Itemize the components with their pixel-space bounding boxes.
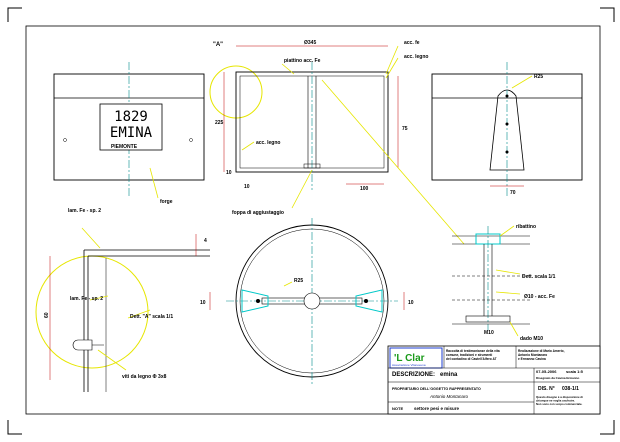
dim-10-right: 10 bbox=[244, 184, 250, 190]
screw-label: viti da legno Φ 3x8 bbox=[122, 374, 167, 380]
acc-fe-dim-label: Ø10 - acc. Fe bbox=[524, 294, 555, 300]
title-design-note: Disegnato da Cavina Ermanno bbox=[536, 376, 580, 380]
section-view: Ø345 "A" piattino acc. Fe acc. fe acc. l… bbox=[209, 40, 428, 216]
plan-view: R25 10 10 bbox=[200, 218, 414, 384]
acc-legno-mid-label: acc. legno bbox=[256, 140, 280, 146]
title-notes-label: NOTE bbox=[392, 406, 403, 411]
acc-fe-label: acc. fe bbox=[404, 40, 420, 46]
detail-a-view: lam. Fe - sp. 2 lam. Fe - sp. 2 4 60 Det… bbox=[35, 208, 210, 392]
title-studio-desc: Raccolta di testimonianze della vita com… bbox=[446, 349, 501, 361]
title-date: 07-05-2006 bbox=[536, 369, 557, 374]
dim-height-left: 225 bbox=[215, 120, 224, 126]
detail-a-marker: "A" bbox=[213, 42, 223, 48]
title-description-label: DESCRIZIONE: bbox=[392, 372, 435, 378]
acc-legno-label: acc. legno bbox=[404, 54, 428, 60]
nameplate-region: PIEMONTE bbox=[111, 144, 138, 150]
lam-fe-top-label: lam. Fe - sp. 2 bbox=[68, 208, 101, 214]
dim-m10-label: M10 bbox=[484, 330, 494, 336]
plate-label: piattino acc. Fe bbox=[284, 58, 321, 64]
ribattino-label: ribattino bbox=[516, 224, 536, 230]
title-owner-name: Antonio Montanaro bbox=[429, 394, 469, 399]
nameplate: 1829 EMINA PIEMONTE bbox=[99, 103, 163, 151]
dado-label: dado M10 bbox=[520, 336, 543, 342]
dim-60: 60 bbox=[44, 312, 50, 318]
title-block: 'L Clar Associazione Vìlanoeuva Raccolta… bbox=[387, 345, 601, 415]
bolt-detail-view: ribattino Dett. scala 1/1 Ø10 - acc. Fe … bbox=[452, 224, 556, 342]
dim-10-left: 10 bbox=[226, 170, 232, 176]
nameplate-year: 1829 bbox=[114, 109, 148, 125]
dim-100: 100 bbox=[360, 186, 369, 192]
detail-a-scale-label: Dett. "A" scala 1/1 bbox=[130, 314, 173, 320]
title-drawing-no: 038-1/1 bbox=[562, 386, 579, 392]
bottom-hole-label: foppa di aggiustaggio bbox=[232, 210, 284, 216]
r25-plan-label: R25 bbox=[294, 278, 303, 284]
title-description-value: emina bbox=[440, 372, 458, 378]
title-owner: PROPRIETARIO DELL'OGGETTO RAPPRESENTATO bbox=[392, 387, 481, 391]
lam-fe-mid-label: lam. Fe - sp. 2 bbox=[70, 296, 103, 302]
sheet-frame bbox=[7, 7, 615, 435]
dim-plan-10a: 10 bbox=[200, 300, 206, 306]
title-copyright: Questo disegno è a disposizione di chiun… bbox=[536, 395, 584, 406]
side-view: R25 70 bbox=[431, 62, 583, 196]
forge-label: forge bbox=[160, 199, 173, 205]
title-drawing-no-label: DIS. N° bbox=[538, 386, 555, 392]
dim-4: 4 bbox=[204, 238, 207, 244]
dim-height-right: 75 bbox=[402, 126, 408, 132]
detail-scale-label: Dett. scala 1/1 bbox=[522, 274, 556, 280]
title-credits: Realizzazione di Mario Amerio, Antonio M… bbox=[518, 349, 565, 361]
title-scale: scala 1:5 bbox=[566, 369, 584, 374]
nameplate-name: EMINA bbox=[110, 125, 153, 141]
r25-top-label: R25 bbox=[534, 74, 543, 80]
title-notes-value: settore pesi e misure bbox=[414, 406, 460, 411]
front-view: 1829 EMINA PIEMONTE forge bbox=[53, 62, 205, 205]
detail-leader-line bbox=[321, 79, 465, 245]
dim-plan-10b: 10 bbox=[408, 300, 414, 306]
title-logo-sub: Associazione Vìlanoeuva bbox=[392, 363, 426, 367]
dim-diameter: Ø345 bbox=[304, 40, 316, 46]
title-logo: 'L Clar bbox=[394, 353, 425, 364]
dim-70: 70 bbox=[510, 190, 516, 196]
